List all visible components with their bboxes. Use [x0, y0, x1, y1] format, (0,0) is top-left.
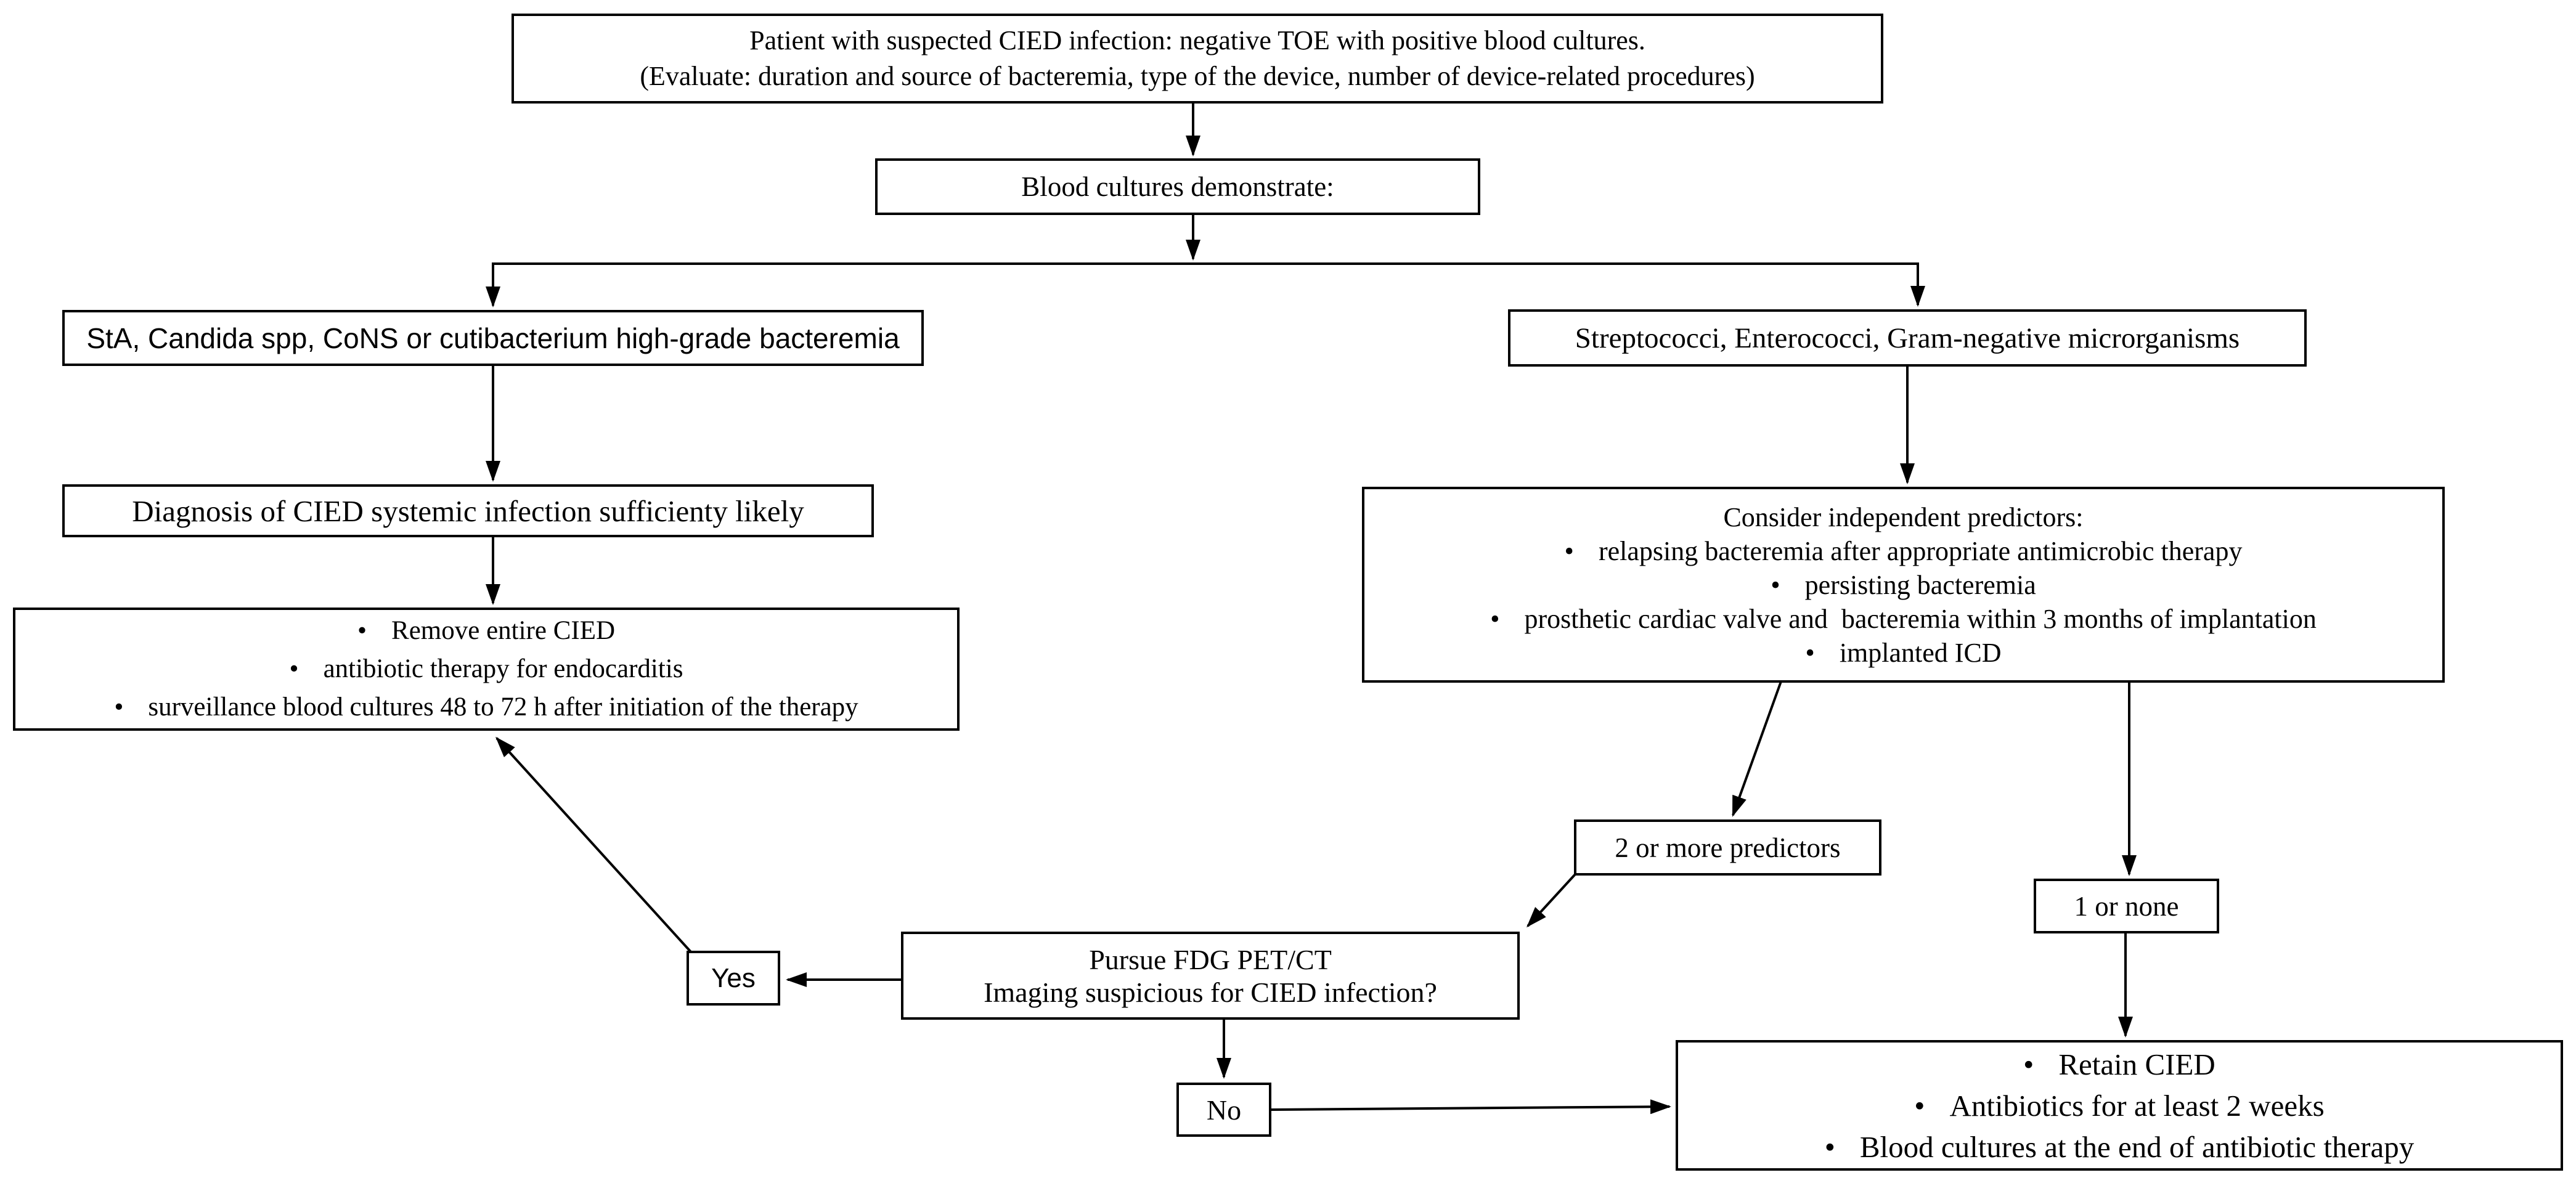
predictor-item-2: persisting bacteremia: [1804, 569, 2036, 600]
remove-item-1: Remove entire CIED: [391, 616, 616, 645]
list-item: • prosthetic cardiac valve and bacteremia…: [1490, 602, 2317, 636]
pet-ct-line-2: Imaging suspicious for CIED infection?: [984, 976, 1437, 1008]
remove-item-3: surveillance blood cultures 48 to 72 h a…: [148, 693, 858, 722]
predictors-heading: Consider independent predictors:: [1723, 502, 2084, 532]
bullet-glyph: •: [1490, 603, 1500, 634]
predictor-item-1: relapsing bacteremia after appropriate a…: [1598, 535, 2243, 566]
start-line-1: Patient with suspected CIED infection: n…: [749, 25, 1645, 55]
retain-item-1: Retain CIED: [2058, 1047, 2215, 1081]
bullet-glyph: •: [1805, 637, 1815, 668]
node-one-or-none: 1 or none: [2034, 879, 2219, 933]
arrow-predictors-to-two-or-more: [1732, 681, 1782, 817]
list-item: • Retain CIED: [2023, 1044, 2215, 1085]
other-organisms-label: Streptococci, Enterococci, Gram-negative…: [1575, 322, 2240, 354]
bullet-glyph: •: [114, 693, 124, 722]
arrow-yes-to-remove: [495, 736, 693, 954]
list-item: • Antibiotics for at least 2 weeks: [1914, 1085, 2324, 1126]
blood-cultures-label: Blood cultures demonstrate:: [1021, 171, 1334, 202]
bullet-glyph: •: [2023, 1047, 2034, 1081]
list-item: • surveillance blood cultures 48 to 72 h …: [114, 688, 858, 726]
list-item: • Remove entire CIED: [357, 612, 615, 650]
list-item: • persisting bacteremia: [1771, 568, 2036, 602]
predictor-item-3: prosthetic cardiac valve and bacteremia …: [1524, 603, 2317, 634]
list-item: • Blood cultures at the end of antibiotic…: [1825, 1126, 2415, 1168]
diagnosis-likely-label: Diagnosis of CIED systemic infection suf…: [132, 494, 804, 528]
node-pet-ct: Pursue FDG PET/CT Imaging suspicious for…: [901, 932, 1520, 1020]
yes-label: Yes: [711, 962, 756, 993]
no-label: No: [1206, 1094, 1242, 1126]
node-diagnosis-likely: Diagnosis of CIED systemic infection suf…: [62, 484, 874, 537]
retain-item-2: Antibiotics for at least 2 weeks: [1949, 1088, 2325, 1123]
bullet-glyph: •: [289, 654, 299, 683]
bullet-glyph: •: [1914, 1088, 1925, 1123]
list-item: • implanted ICD: [1805, 636, 2001, 670]
arrow-no-to-retain: [1271, 1099, 1671, 1115]
bullet-glyph: •: [1564, 535, 1574, 566]
start-line-2: (Evaluate: duration and source of bacter…: [640, 61, 1755, 91]
bullet-glyph: •: [1771, 569, 1780, 600]
node-retain-cied: • Retain CIED • Antibiotics for at least 2…: [1676, 1040, 2563, 1171]
list-item: • antibiotic therapy for endocarditis: [290, 650, 683, 688]
predictor-item-4: implanted ICD: [1839, 637, 2002, 668]
node-yes: Yes: [687, 951, 780, 1006]
remove-item-2: antibiotic therapy for endocarditis: [323, 654, 683, 683]
list-item: • relapsing bacteremia after appropriate …: [1565, 534, 2243, 568]
bullet-glyph: •: [357, 616, 367, 645]
node-predictors: Consider independent predictors: •relaps…: [1362, 487, 2445, 683]
node-other-organisms: Streptococci, Enterococci, Gram-negative…: [1508, 309, 2307, 367]
pet-ct-line-1: Pursue FDG PET/CT: [1089, 943, 1332, 975]
two-or-more-label: 2 or more predictors: [1615, 832, 1841, 863]
node-remove-cied: • Remove entire CIED • antibiotic therapy …: [13, 608, 960, 731]
one-or-none-label: 1 or none: [2074, 890, 2179, 922]
arrow-two-or-more-to-pet-ct: [1526, 873, 1576, 928]
node-blood-cultures: Blood cultures demonstrate:: [875, 158, 1480, 215]
node-two-or-more-predictors: 2 or more predictors: [1574, 819, 1881, 876]
node-high-grade-bacteremia: StA, Candida spp, CoNS or cutibacterium …: [62, 310, 924, 366]
bullet-glyph: •: [1824, 1129, 1835, 1164]
high-grade-bacteremia-label: StA, Candida spp, CoNS or cutibacterium …: [86, 322, 900, 354]
node-start: Patient with suspected CIED infection: n…: [512, 14, 1883, 104]
retain-item-3: Blood cultures at the end of antibiotic …: [1859, 1129, 2415, 1164]
node-no: No: [1176, 1083, 1271, 1137]
